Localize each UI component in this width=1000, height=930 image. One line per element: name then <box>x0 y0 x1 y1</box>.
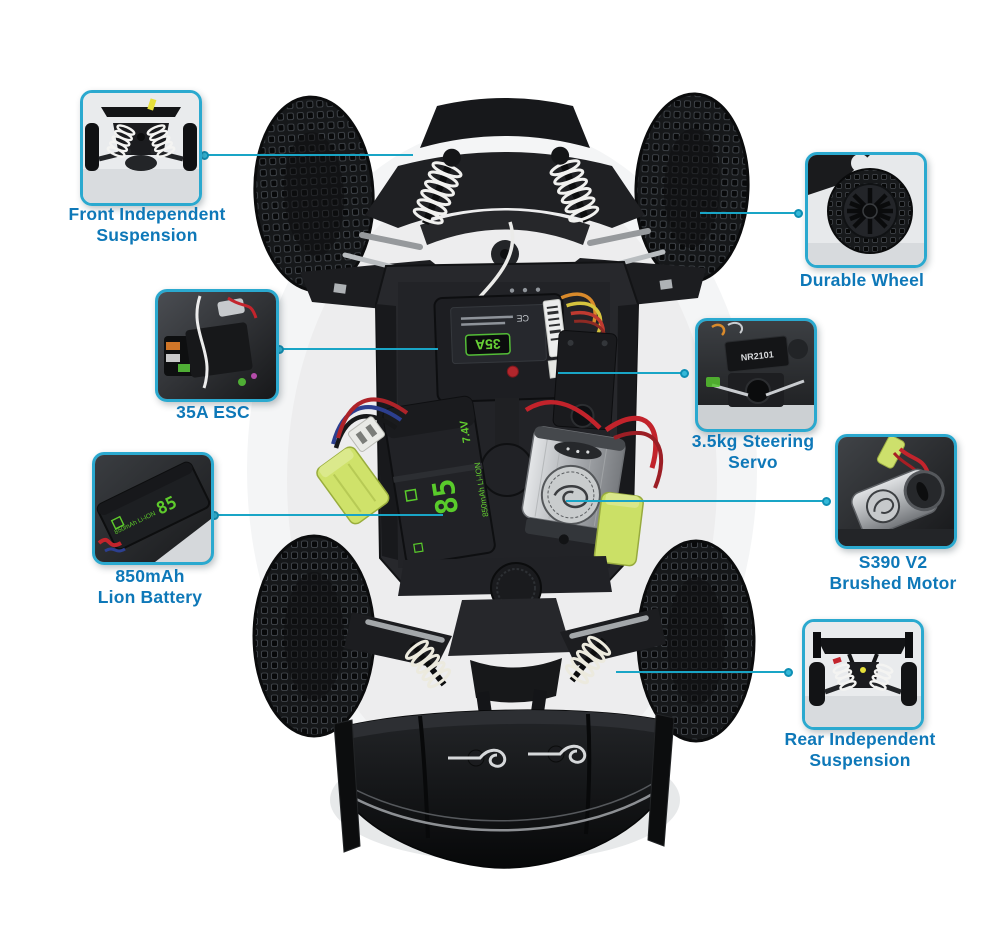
esc-inset-photo <box>155 289 279 402</box>
rear-right-shock <box>564 635 612 685</box>
esc-unit: CE 35A <box>433 287 608 403</box>
steering-servo-inset-photo: NR2101 <box>695 318 817 432</box>
front-left-tire <box>253 95 375 293</box>
front-suspension-label-line2: Suspension <box>96 225 198 245</box>
body-clip-right <box>528 744 587 764</box>
motor-lead-line <box>566 496 831 506</box>
durable-wheel-label-line1: Durable Wheel <box>799 270 925 290</box>
rear-suspension-inset-photo <box>802 619 924 730</box>
receiver-model-text: NR2101 <box>740 349 774 362</box>
battery-pack: 7.4V 850mAh Li-ION 85 <box>382 395 496 566</box>
motor-lead-dot <box>822 496 831 506</box>
battery-label-line2: Lion Battery <box>97 587 203 607</box>
battery-inset-photo: 85 850mAh Li-ION <box>92 452 214 565</box>
battery-label: 850mAh Lion Battery <box>40 566 260 608</box>
battery-label-line1: 850mAh <box>115 566 185 586</box>
motor-side-connector <box>593 491 644 567</box>
front-suspension-label: Front Independent Suspension <box>37 204 257 246</box>
durable-wheel-lead-dot <box>794 208 803 218</box>
motor-wires <box>524 399 664 489</box>
battery-voltage-text: 7.4V <box>458 419 473 444</box>
brushed-motor <box>521 426 626 546</box>
durable-wheel-inset-photo <box>805 152 927 268</box>
esc-lead-line <box>275 344 438 354</box>
esc-rating-text: 35A <box>475 336 501 353</box>
rear-suspension-label-line1: Rear Independent <box>784 729 936 749</box>
battery-connector <box>316 397 409 525</box>
battery-display-digits: 85 <box>426 476 466 517</box>
steering-servo-lead-dot <box>680 368 689 378</box>
rear-suspension-label-line2: Suspension <box>809 750 911 770</box>
rear-assembly <box>344 556 666 723</box>
rear-right-tire <box>636 539 756 743</box>
esc-label: 35A ESC <box>103 402 323 423</box>
front-suspension-label-line1: Front Independent <box>68 204 226 224</box>
rear-suspension-lead-line <box>616 667 793 677</box>
motor-label-line2: Brushed Motor <box>829 573 957 593</box>
front-suspension-lead-line <box>200 150 413 160</box>
esc-label-line1: 35A ESC <box>176 402 250 422</box>
rear-suspension-lead-dot <box>784 667 793 677</box>
motor-label-line1: S390 V2 <box>858 552 928 572</box>
esc-ce-mark: CE <box>516 313 529 323</box>
front-right-shock <box>549 146 600 223</box>
steering-servo-label-line1: 3.5kg Steering <box>691 431 815 451</box>
steering-servo-lead-line <box>558 368 689 378</box>
front-bumper <box>365 98 645 245</box>
front-left-shock <box>412 148 463 225</box>
battery-lead-line <box>210 510 443 520</box>
motor-label: S390 V2 Brushed Motor <box>788 552 998 594</box>
steering-servo-label: 3.5kg Steering Servo <box>643 431 863 473</box>
body-clip-left <box>448 748 507 768</box>
rear-suspension-label: Rear Independent Suspension <box>750 729 970 771</box>
rear-wing <box>333 709 675 869</box>
motor-inset-photo <box>835 434 957 549</box>
durable-wheel-label: Durable Wheel <box>752 270 972 291</box>
front-suspension-inset-photo <box>80 90 202 206</box>
durable-wheel-lead-line <box>700 208 803 218</box>
steering-servo-label-line2: Servo <box>728 452 778 472</box>
rear-left-shock <box>404 639 452 689</box>
